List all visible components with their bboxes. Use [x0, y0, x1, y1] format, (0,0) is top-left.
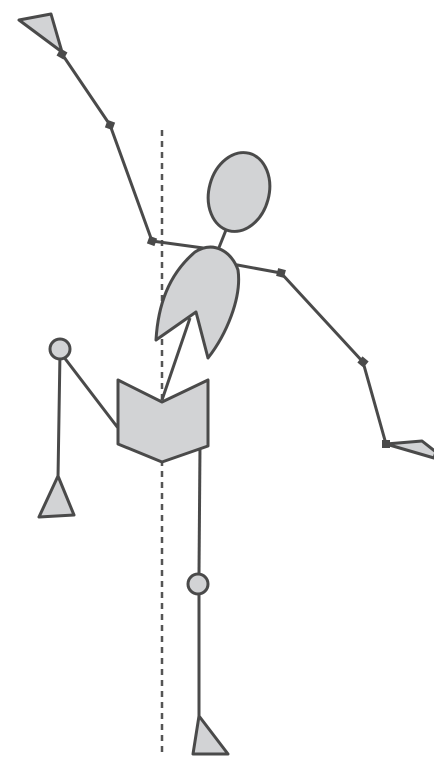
left-arm-segments	[62, 54, 218, 250]
left-shoulder-joint	[147, 236, 157, 246]
neck	[218, 230, 226, 250]
head	[200, 146, 279, 239]
right-foot	[193, 716, 228, 754]
left-foot	[39, 476, 74, 517]
left-leg	[39, 339, 118, 517]
right-arm	[232, 264, 434, 458]
right-arm-segments	[232, 264, 386, 444]
left-hand	[19, 14, 62, 52]
right-thigh	[199, 445, 200, 574]
right-hand	[386, 441, 434, 458]
left-knee-joint	[50, 339, 70, 359]
right-leg	[188, 445, 228, 754]
left-arm	[19, 14, 218, 250]
torso	[156, 247, 239, 358]
pelvis	[118, 380, 208, 462]
right-knee-joint	[188, 574, 208, 594]
left-leg-segments	[58, 352, 118, 478]
